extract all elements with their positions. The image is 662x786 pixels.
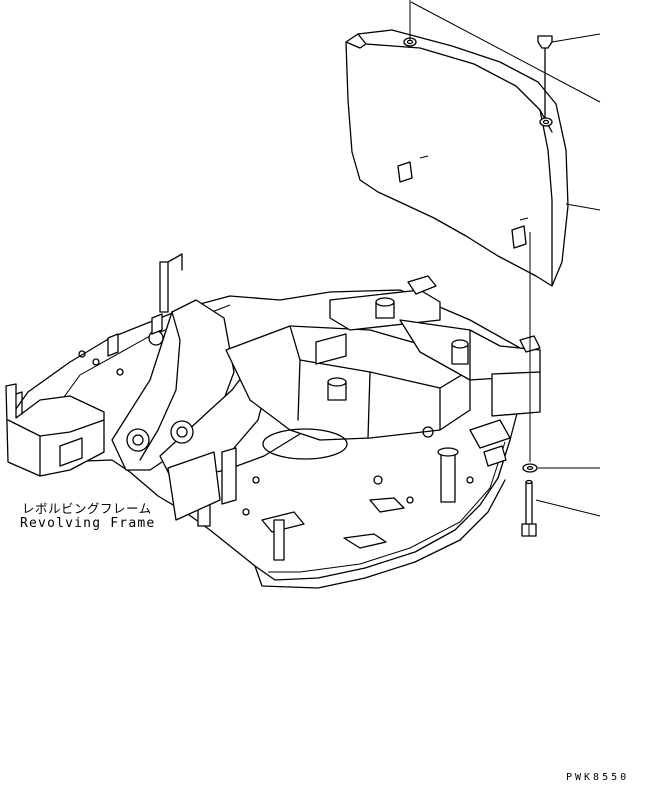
drawing-code: PWK8550 [566, 772, 630, 783]
bolt-bottom [521, 479, 537, 537]
counterweight-cover [345, 29, 569, 287]
part-label-english: Revolving Frame [20, 516, 156, 531]
part-label-japanese: レボルビングフレーム [22, 501, 152, 516]
bolt-top [537, 35, 553, 119]
revolving-frame [5, 253, 541, 589]
washer [522, 463, 538, 473]
leader-lines [410, 1, 601, 517]
alignment-lines [409, 0, 531, 462]
